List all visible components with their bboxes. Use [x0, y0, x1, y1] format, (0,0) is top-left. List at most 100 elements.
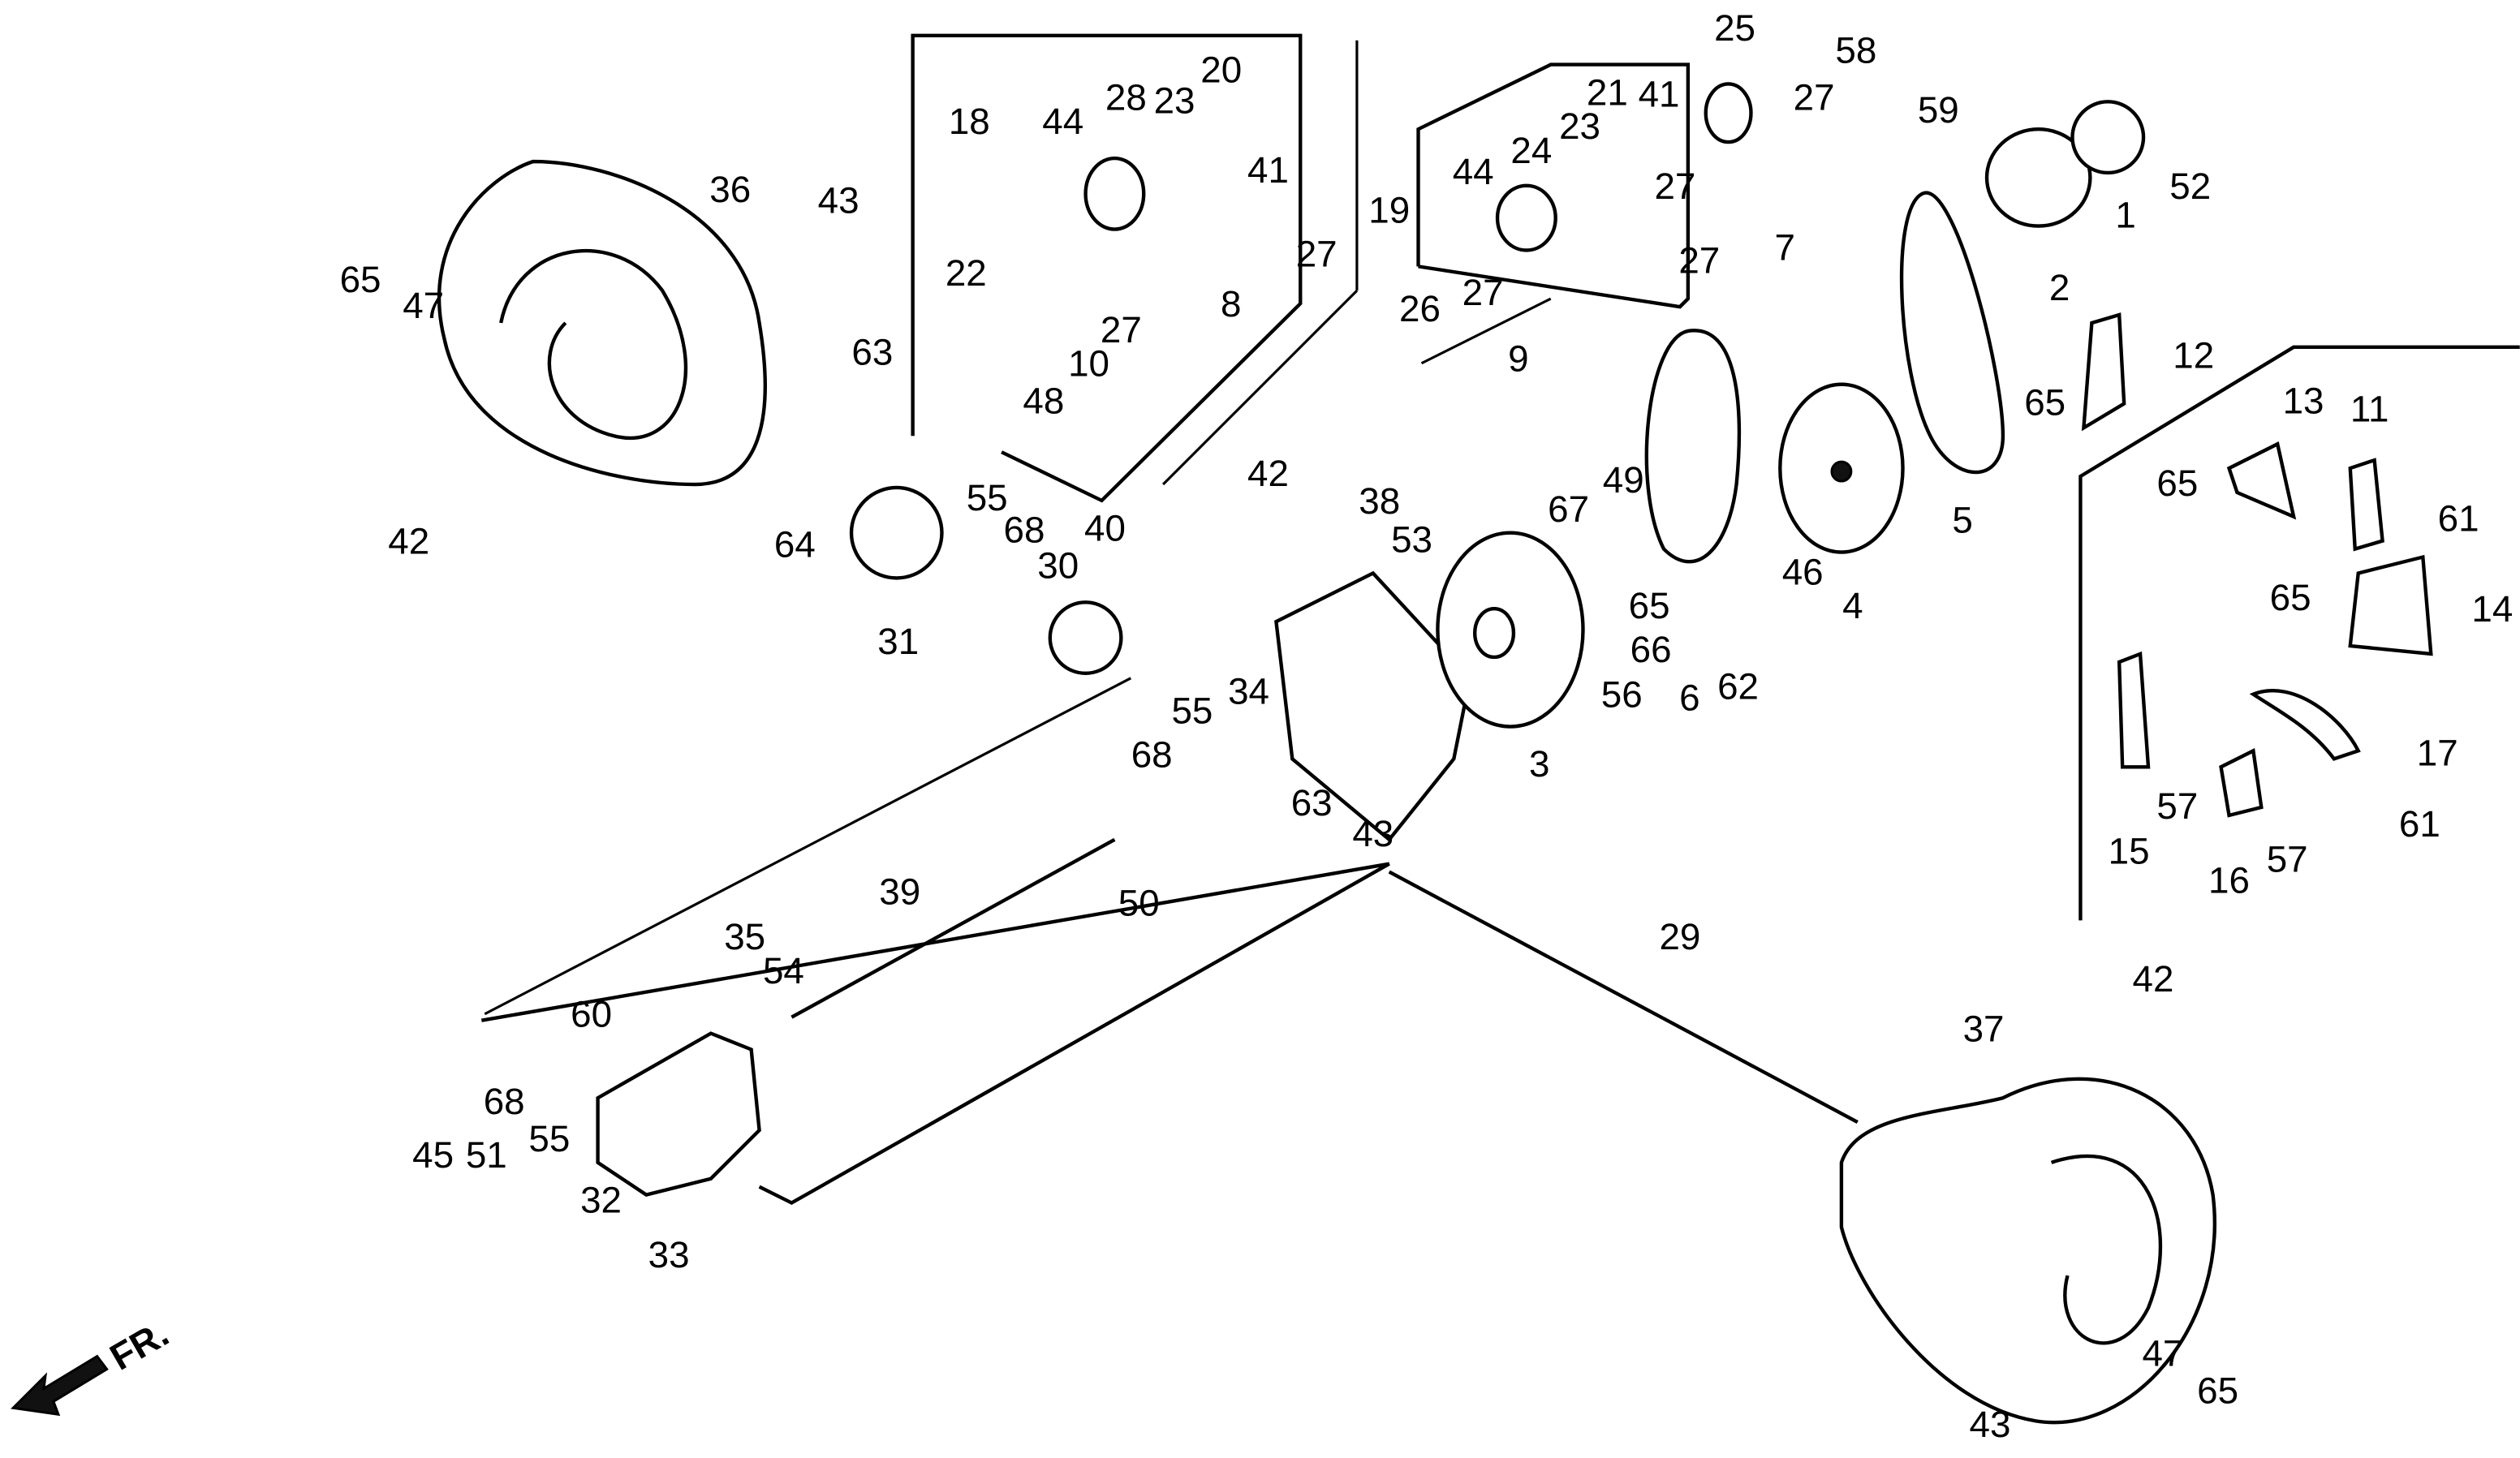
part-label-38: 38	[1359, 480, 1400, 522]
part-label-65b: 65	[2024, 381, 2066, 423]
part-label-60: 60	[571, 994, 612, 1035]
pulley-1	[2070, 100, 2146, 175]
part-label-42a: 42	[1247, 453, 1289, 494]
part-label-24: 24	[1510, 130, 1552, 171]
part-label-3: 3	[1529, 743, 1549, 785]
part-label-37: 37	[1963, 1009, 2005, 1050]
part-label-43b: 43	[1352, 813, 1394, 854]
rod-26	[1420, 297, 1552, 365]
tensioner-pulley-25	[1704, 82, 1753, 144]
part-label-8: 8	[1221, 283, 1241, 325]
tensioner-pulley-24	[1495, 183, 1557, 252]
part-label-39: 39	[879, 871, 920, 912]
part-labels: 1234567891011121314151617181920212223232…	[340, 7, 2514, 1445]
pulley-3	[1436, 531, 1585, 729]
inset-box-tensioner-right	[1416, 62, 1691, 309]
part-label-18: 18	[949, 101, 990, 142]
inset-box-tensioner-left	[911, 33, 1303, 503]
direction-label: FR.	[103, 1313, 175, 1378]
part-label-42b: 42	[388, 521, 429, 562]
part-label-41b: 41	[1247, 149, 1289, 191]
auger-housing-right-inner	[2050, 1154, 2163, 1345]
part-label-15: 15	[2109, 831, 2150, 872]
part-label-34: 34	[1228, 671, 1269, 712]
auger-housing-left	[437, 159, 767, 487]
part-label-13: 13	[2283, 380, 2324, 421]
part-label-63a: 63	[851, 332, 893, 373]
arrow-icon	[11, 1354, 109, 1417]
part-label-41a: 41	[1639, 73, 1680, 114]
part-label-40: 40	[1084, 508, 1126, 549]
part-label-25: 25	[1714, 7, 1755, 49]
part-label-1: 1	[2115, 195, 2135, 236]
part-label-65a: 65	[340, 259, 381, 300]
part-label-45: 45	[412, 1134, 454, 1176]
part-label-7: 7	[1775, 226, 1795, 268]
part-label-27b: 27	[1101, 309, 1142, 351]
part-label-10: 10	[1068, 343, 1109, 385]
part-label-61b: 61	[2399, 803, 2440, 845]
part-label-31: 31	[877, 621, 919, 662]
part-label-23a: 23	[1154, 80, 1195, 121]
sprocket-40	[1048, 600, 1123, 676]
part-label-49: 49	[1603, 459, 1644, 501]
part-label-12: 12	[2173, 335, 2214, 376]
part-label-27a: 27	[1296, 233, 1338, 274]
belt-6	[1644, 329, 1742, 564]
part-label-52: 52	[2169, 166, 2211, 207]
part-label-27c: 27	[1794, 76, 1835, 118]
gearbox-33	[596, 1031, 761, 1197]
part-label-57b: 57	[2267, 839, 2308, 880]
part-label-43a: 43	[818, 180, 859, 221]
part-label-47a: 47	[403, 285, 444, 326]
part-label-65d: 65	[2270, 577, 2311, 618]
part-label-48: 48	[1023, 380, 1064, 421]
part-label-17: 17	[2417, 732, 2458, 773]
part-label-55b: 55	[1171, 690, 1213, 732]
part-label-56: 56	[1601, 674, 1643, 716]
part-label-22: 22	[946, 252, 987, 294]
part-label-65e: 65	[1629, 585, 1670, 626]
part-label-20: 20	[1200, 49, 1242, 90]
shaft-group-line	[484, 677, 1132, 1016]
part-label-63b: 63	[1291, 782, 1333, 824]
part-label-64: 64	[774, 524, 816, 566]
part-label-68b: 68	[1131, 733, 1173, 775]
part-label-53: 53	[1391, 519, 1432, 561]
part-label-23b: 23	[1559, 105, 1600, 147]
part-label-58: 58	[1835, 30, 1876, 71]
part-label-14: 14	[2471, 588, 2513, 630]
bracket-15	[2117, 651, 2151, 769]
inset-box-edge	[1161, 290, 1359, 486]
part-label-11: 11	[2350, 388, 2389, 429]
part-label-2: 2	[2049, 267, 2070, 308]
part-label-67: 67	[1548, 488, 1589, 530]
shaft-29	[1388, 870, 1859, 1125]
part-label-62: 62	[1717, 666, 1759, 707]
bracket-11	[2348, 458, 2384, 552]
part-label-9: 9	[1508, 338, 1528, 380]
part-label-59: 59	[1918, 89, 1959, 131]
part-label-16: 16	[2208, 859, 2250, 901]
pulley-2	[1984, 127, 2092, 228]
part-label-5: 5	[1952, 500, 1972, 541]
part-label-55c: 55	[528, 1118, 570, 1159]
part-label-29: 29	[1659, 916, 1700, 957]
bracket-13	[2226, 441, 2297, 520]
part-label-35: 35	[724, 916, 765, 957]
part-label-61a: 61	[2438, 498, 2479, 540]
part-label-6: 6	[1679, 677, 1699, 719]
pulley-3-hub	[1472, 607, 1516, 660]
shaft-group-outline	[480, 862, 1390, 1206]
part-label-46: 46	[1782, 551, 1824, 592]
shaft-39	[790, 837, 1116, 1019]
part-label-19: 19	[1368, 190, 1410, 231]
part-label-4: 4	[1842, 585, 1863, 626]
part-label-65c: 65	[2156, 462, 2198, 504]
gearbox-plate	[1274, 570, 1472, 842]
part-label-57a: 57	[2156, 785, 2198, 827]
inset-box-brackets	[2078, 345, 2520, 921]
part-label-65f: 65	[2197, 1370, 2238, 1411]
bracket-14	[2348, 554, 2433, 656]
